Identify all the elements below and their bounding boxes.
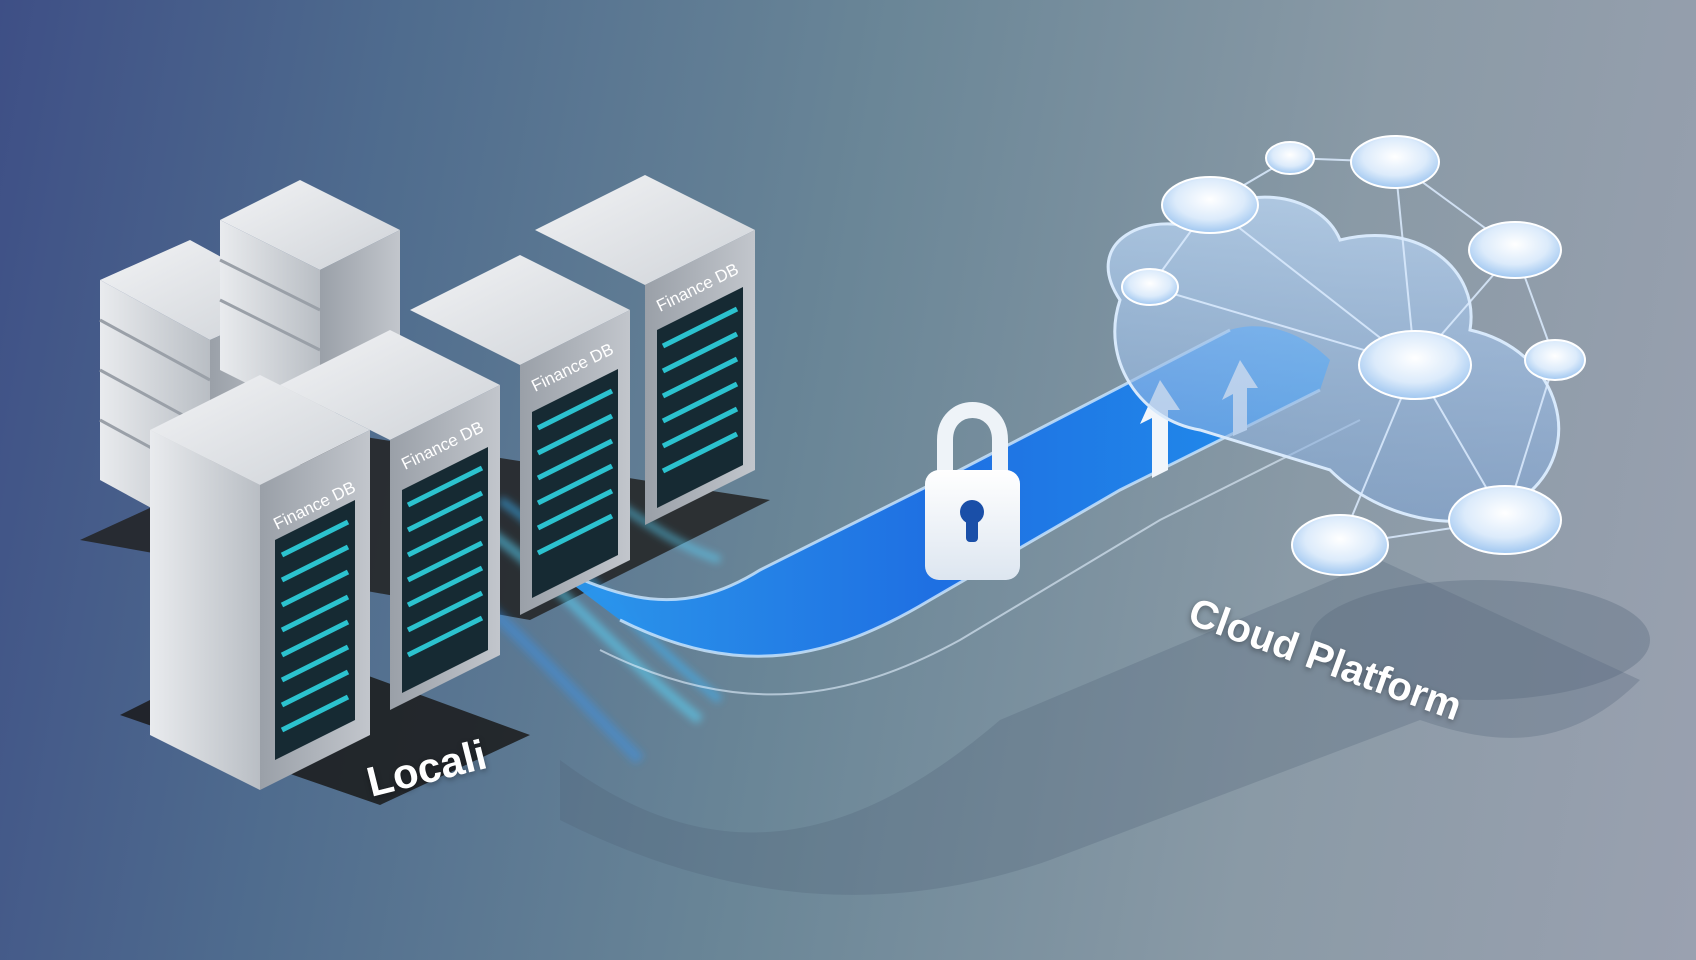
lock-icon	[925, 402, 1020, 580]
network-node-icon	[1121, 135, 1586, 576]
rack-4: Finance DB	[535, 175, 755, 525]
cloud-shadow	[1310, 580, 1650, 700]
ribbon-shadow	[560, 560, 1640, 895]
rack-1: Finance DB	[150, 375, 370, 790]
rack-2: Finance DB	[280, 330, 500, 710]
rack-3: Finance DB	[410, 255, 630, 615]
